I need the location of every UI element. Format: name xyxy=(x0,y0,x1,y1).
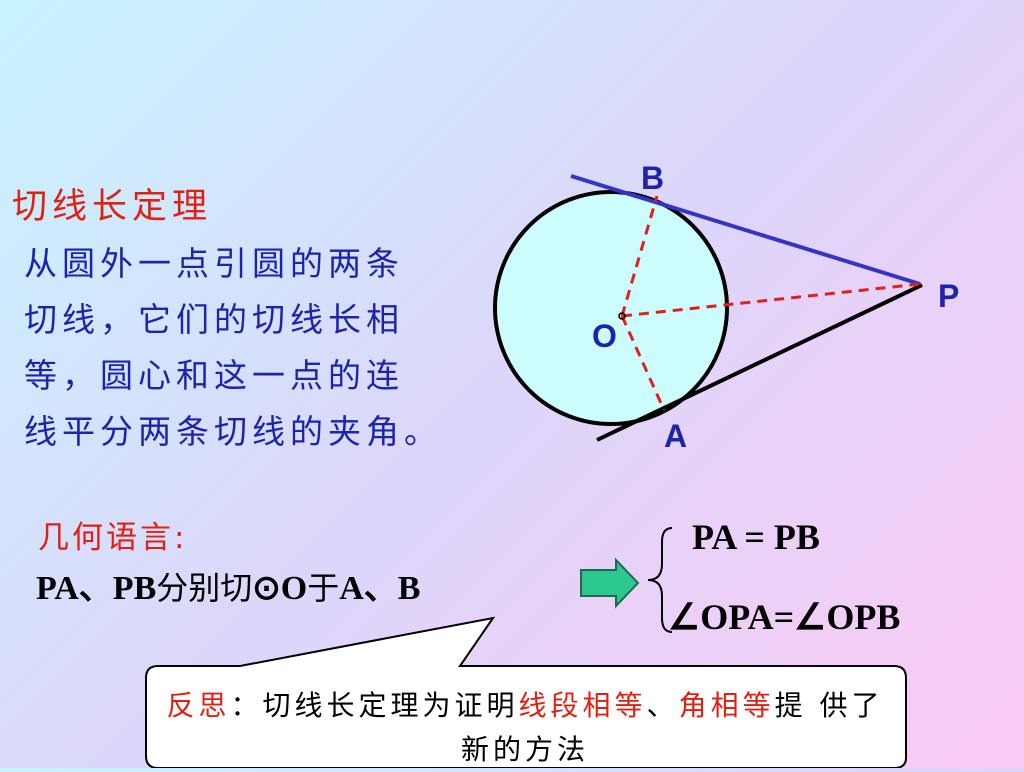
result-angle-eq: ∠OPA=∠OPB xyxy=(668,597,901,637)
given-statement: PA、PB分别切⊙O于A、B xyxy=(36,560,420,609)
radius-oa xyxy=(620,315,666,411)
circle-o xyxy=(493,190,729,426)
given-verb: 分别切 xyxy=(156,569,253,607)
given-ab: A、B xyxy=(339,570,421,607)
reflection-text-1: 切线长定理为证明 xyxy=(262,689,519,722)
reflection-text-2: 提 供了新的方法 xyxy=(460,689,884,766)
theorem-line: 线平分两条切线的夹角。 xyxy=(24,412,442,451)
reflection-colon: ： xyxy=(230,689,263,722)
given-at: 于 xyxy=(307,569,340,607)
label-o: O xyxy=(592,318,617,354)
label-b: B xyxy=(641,160,665,196)
theorem-statement: 从圆外一点引圆的两条 切线，它们的切线长相 等，圆心和这一点的连 线平分两条切线… xyxy=(24,236,442,460)
given-circle-o: ⊙O xyxy=(252,570,308,607)
reflection-label: 反思 xyxy=(166,689,231,722)
reflection-highlight-angles: 角相等 xyxy=(678,689,775,722)
tangent-line-pa xyxy=(596,283,923,442)
reflection-sep: 、 xyxy=(646,689,679,722)
theorem-line: 从圆外一点引圆的两条 xyxy=(24,244,404,283)
result-pa-eq-pb: PA = PB xyxy=(692,517,820,557)
reflection-text: 反思：切线长定理为证明线段相等、角相等提 供了新的方法 xyxy=(160,684,890,772)
reflection-highlight-segments: 线段相等 xyxy=(518,689,647,722)
theorem-line: 等，圆心和这一点的连 xyxy=(24,356,404,395)
right-arrow-icon xyxy=(580,557,640,609)
tangent-line-pb xyxy=(570,174,921,286)
label-a: A xyxy=(664,418,688,454)
geometry-language-label: 几何语言: xyxy=(38,520,188,556)
label-p: P xyxy=(938,278,960,314)
radius-ob xyxy=(620,195,659,317)
left-brace-icon xyxy=(647,527,673,633)
given-pa-pb: PA、PB xyxy=(36,570,157,607)
theorem-title: 切线长定理 xyxy=(12,187,213,227)
theorem-line: 切线，它们的切线长相 xyxy=(24,300,404,339)
center-point-o xyxy=(618,312,626,320)
